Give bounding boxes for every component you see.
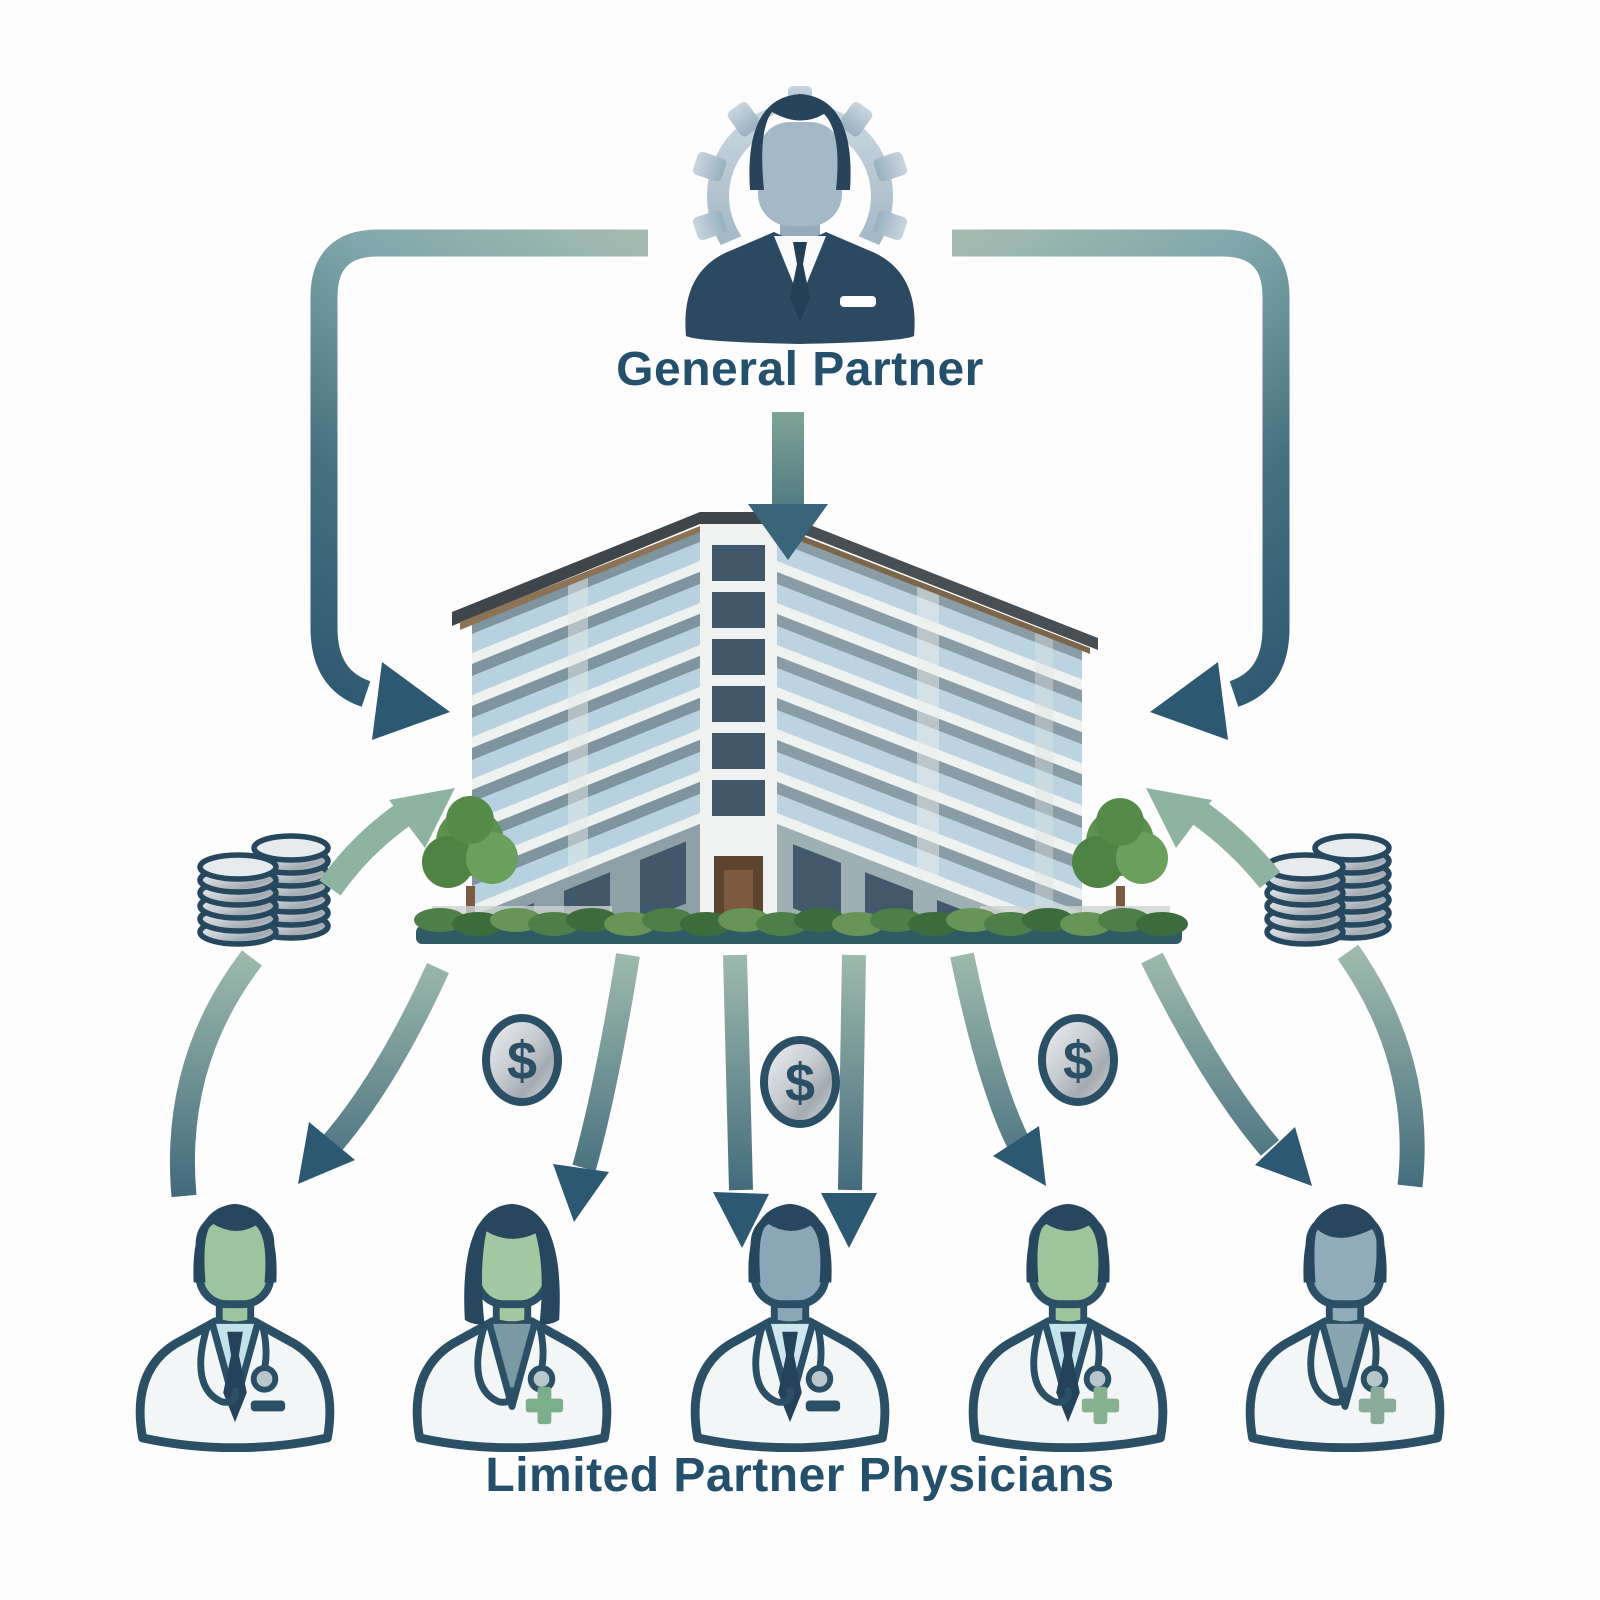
gp-to-building-conduit-left <box>310 229 648 740</box>
stethoscope-icon <box>1030 1322 1072 1406</box>
tree-icon-left <box>422 796 518 926</box>
arc-left <box>169 950 262 1198</box>
stethoscope-icon <box>474 1322 516 1406</box>
gp-to-building-conduit-right <box>952 229 1290 740</box>
cross-badge <box>1081 1386 1120 1425</box>
hair <box>1026 1203 1110 1283</box>
hair <box>464 1203 560 1325</box>
dollar-coin-icon-2: $ <box>760 1036 840 1128</box>
arc-right <box>1337 944 1425 1188</box>
coin-stack-icon-left <box>197 833 331 947</box>
dollar-symbol: $ <box>1063 1031 1093 1091</box>
physician-1 <box>135 1203 335 1452</box>
cross-badge <box>1358 1386 1397 1425</box>
minus-badge <box>250 1400 286 1412</box>
hedges <box>414 906 1188 936</box>
physician-3 <box>690 1203 890 1452</box>
arrow-coins-to-building-right <box>1146 788 1281 889</box>
limited-partner-physicians-label: Limited Partner Physicians <box>485 1449 1115 1502</box>
apartment-building-icon <box>414 512 1188 944</box>
tree-icon-right <box>1072 798 1168 926</box>
arrow-gp-to-building <box>748 412 828 560</box>
arrow-to-physician-4 <box>950 952 1046 1186</box>
dollar-symbol: $ <box>785 1053 815 1113</box>
dollar-coin-icon-1: $ <box>482 1014 562 1106</box>
arrow-to-physician-3-right <box>821 954 877 1248</box>
hair <box>193 1203 277 1283</box>
dollar-coin-icon-3: $ <box>1038 1014 1118 1106</box>
stethoscope-icon <box>1307 1322 1349 1406</box>
arrow-coins-to-building-left <box>319 788 455 896</box>
arrow-to-physician-3-left <box>713 954 769 1248</box>
distribution-arrows <box>169 944 1425 1248</box>
hair <box>1303 1203 1387 1283</box>
hair <box>748 1203 832 1283</box>
stethoscope-icon <box>752 1322 794 1406</box>
arrow-to-physician-5 <box>1141 952 1312 1186</box>
stethoscope-icon <box>197 1322 239 1406</box>
physician-2 <box>412 1203 612 1452</box>
arrow-to-physician-1 <box>298 963 449 1184</box>
coin-stack-icon-right <box>1264 833 1392 947</box>
arrow-to-physician-2 <box>553 953 640 1222</box>
minus-badge <box>805 1400 841 1412</box>
general-partner-label: General Partner <box>616 343 984 396</box>
general-partner-icon <box>676 94 924 354</box>
cross-badge <box>525 1386 564 1425</box>
dollar-symbol: $ <box>507 1031 537 1091</box>
physician-4 <box>968 1203 1168 1452</box>
physician-5 <box>1245 1203 1445 1452</box>
